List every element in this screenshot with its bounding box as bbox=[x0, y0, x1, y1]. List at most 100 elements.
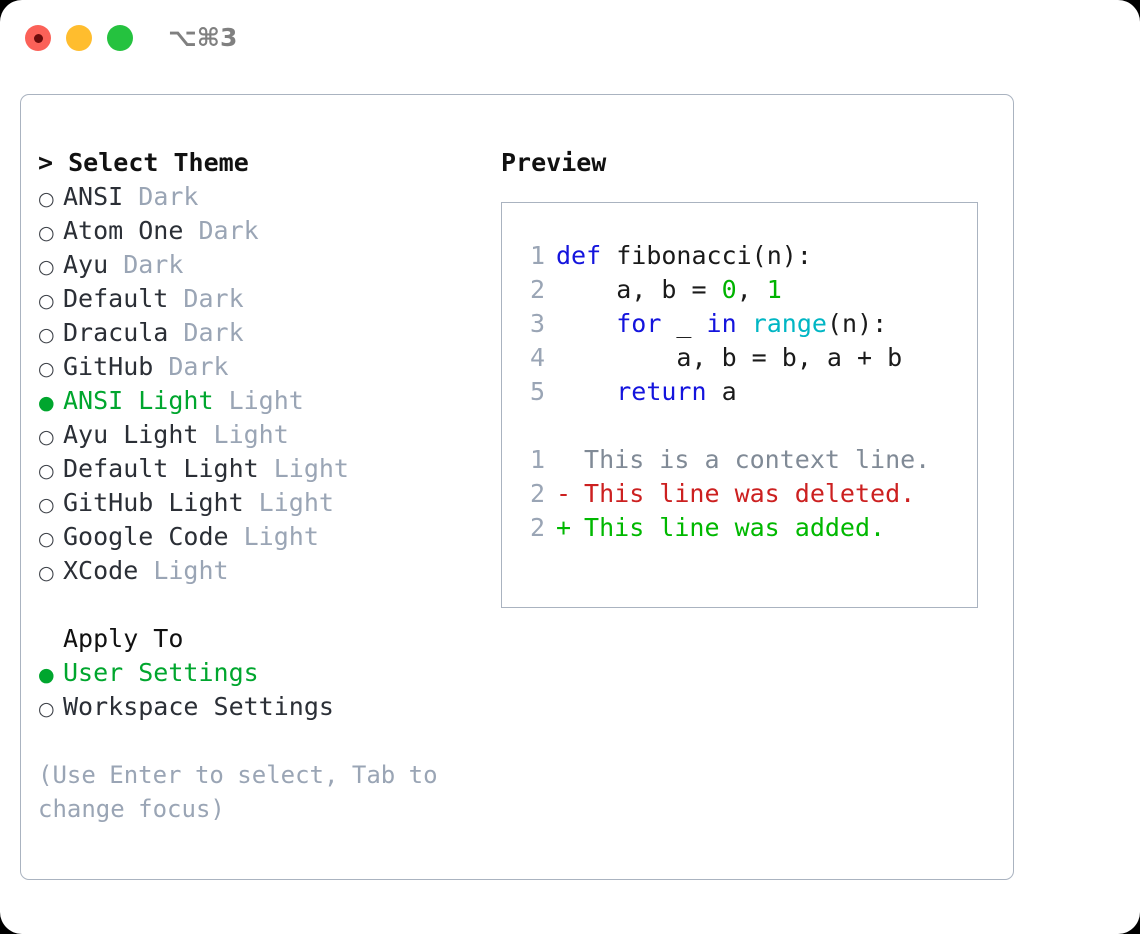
theme-option[interactable]: ○GitHub Light Light bbox=[38, 486, 488, 520]
theme-option-label: GitHub bbox=[63, 352, 154, 381]
theme-option-variant: Light bbox=[138, 556, 229, 585]
diff-marker bbox=[556, 443, 569, 477]
code-token: a, b = bbox=[556, 275, 722, 304]
code-token: 0 bbox=[721, 275, 737, 304]
apply-to-option[interactable]: ● User Settings bbox=[38, 656, 488, 690]
line-number: 2 bbox=[529, 479, 545, 508]
theme-option-label: ANSI bbox=[63, 182, 124, 211]
theme-option[interactable]: ○Ayu Light Light bbox=[38, 418, 488, 452]
radio-unselected-icon: ○ bbox=[38, 460, 55, 482]
diff-sample: 1 This is a context line.2- This line wa… bbox=[520, 443, 977, 545]
diff-line: 2+ This line was added. bbox=[520, 511, 977, 545]
theme-option[interactable]: ○Atom One Dark bbox=[38, 214, 488, 248]
code-token: for bbox=[616, 309, 662, 338]
maximize-window-button[interactable] bbox=[107, 25, 133, 51]
theme-option[interactable]: ○ GitHub Dark bbox=[38, 350, 488, 384]
select-theme-heading-label: Select Theme bbox=[68, 148, 249, 177]
radio-unselected-icon: ○ bbox=[38, 698, 55, 720]
apply-to-option[interactable]: ○ Workspace Settings bbox=[38, 690, 488, 724]
line-number: 4 bbox=[529, 343, 545, 372]
theme-option[interactable]: ● ANSI Light Light bbox=[38, 384, 488, 418]
keyboard-shortcut-label: ⌥⌘3 bbox=[168, 23, 238, 52]
theme-option[interactable]: ○ Default Light Light bbox=[38, 452, 488, 486]
radio-unselected-icon: ○ bbox=[38, 256, 55, 278]
diff-marker: - bbox=[556, 479, 572, 508]
theme-option-variant: Light bbox=[258, 454, 349, 483]
theme-option[interactable]: ○Dracula Dark bbox=[38, 316, 488, 350]
diff-text: This is a context line. bbox=[569, 445, 931, 474]
line-number: 2 bbox=[529, 513, 545, 542]
preview-gap bbox=[520, 409, 977, 443]
code-token: in bbox=[706, 309, 737, 338]
diff-text: This line was deleted. bbox=[569, 479, 916, 508]
minimize-window-button[interactable] bbox=[66, 25, 92, 51]
apply-to-heading: Apply To bbox=[63, 624, 184, 653]
caret-icon: > bbox=[38, 148, 54, 177]
theme-option-label: Ayu Light bbox=[63, 420, 199, 449]
apply-to-option-label: Workspace Settings bbox=[63, 692, 334, 721]
hint-spacer bbox=[38, 724, 488, 758]
code-token: _ bbox=[661, 309, 707, 338]
radio-selected-icon: ● bbox=[38, 664, 55, 686]
theme-option[interactable]: ○ Default Dark bbox=[38, 282, 488, 316]
theme-option-label: Default bbox=[63, 284, 169, 313]
main-panel: > Select Theme ○ANSI Dark○Atom One Dark○… bbox=[20, 94, 1014, 880]
theme-option-label: Ayu bbox=[63, 250, 109, 279]
theme-option-variant: Light bbox=[228, 522, 319, 551]
theme-option-variant: Dark bbox=[183, 216, 259, 245]
theme-option-variant: Dark bbox=[168, 318, 244, 347]
theme-option-variant: Dark bbox=[168, 284, 244, 313]
radio-unselected-icon: ○ bbox=[38, 562, 55, 584]
code-line: 2 a, b = 0, 1 bbox=[520, 273, 977, 307]
keyboard-hint: (Use Enter to select, Tab to change focu… bbox=[38, 761, 438, 823]
apply-to-list: ● User Settings ○ Workspace Settings bbox=[38, 656, 488, 724]
code-token: a bbox=[706, 377, 737, 406]
select-theme-heading: > Select Theme bbox=[38, 146, 488, 180]
title-bar: ⌥⌘3 bbox=[0, 0, 1140, 78]
code-token bbox=[737, 309, 752, 338]
preview-title: Preview bbox=[501, 148, 607, 177]
traffic-lights bbox=[25, 25, 133, 51]
theme-option[interactable]: ○ANSI Dark bbox=[38, 180, 488, 214]
diff-line: 1 This is a context line. bbox=[520, 443, 977, 477]
code-token: range bbox=[751, 309, 827, 338]
theme-option-label: ANSI Light bbox=[63, 386, 214, 415]
code-line: 3 for _ in range(n): bbox=[520, 307, 977, 341]
code-token bbox=[556, 377, 616, 406]
diff-marker: + bbox=[556, 513, 572, 542]
theme-option-variant: Light bbox=[198, 420, 289, 449]
line-number: 5 bbox=[529, 377, 545, 406]
theme-list: ○ANSI Dark○Atom One Dark○Ayu Dark○Defaul… bbox=[38, 180, 488, 588]
code-token: 1 bbox=[766, 275, 782, 304]
theme-option[interactable]: ○Google Code Light bbox=[38, 520, 488, 554]
code-token: , bbox=[736, 275, 767, 304]
radio-unselected-icon: ○ bbox=[38, 358, 55, 380]
line-number: 3 bbox=[529, 309, 545, 338]
radio-unselected-icon: ○ bbox=[38, 494, 55, 516]
section-spacer bbox=[38, 588, 488, 622]
theme-option-variant: Dark bbox=[153, 352, 229, 381]
theme-option-label: Default Light bbox=[63, 454, 259, 483]
line-number: 1 bbox=[529, 241, 545, 270]
theme-option-variant: Light bbox=[213, 386, 304, 415]
code-token: fibonacci(n): bbox=[616, 241, 812, 270]
code-line: 4 a, b = b, a + b bbox=[520, 341, 977, 375]
theme-option-label: XCode bbox=[63, 556, 139, 585]
theme-selector-column: > Select Theme ○ANSI Dark○Atom One Dark○… bbox=[38, 146, 488, 826]
theme-option[interactable]: ○Ayu Dark bbox=[38, 248, 488, 282]
theme-option-label: Google Code bbox=[63, 522, 229, 551]
close-window-button[interactable] bbox=[25, 25, 51, 51]
code-token: return bbox=[616, 377, 707, 406]
code-line: 5 return a bbox=[520, 375, 977, 409]
theme-option[interactable]: ○ XCode Light bbox=[38, 554, 488, 588]
line-number: 2 bbox=[529, 275, 545, 304]
theme-option-variant: Light bbox=[243, 488, 334, 517]
apply-to-option-label: User Settings bbox=[63, 658, 259, 687]
radio-selected-icon: ● bbox=[38, 392, 55, 414]
theme-option-label: Dracula bbox=[63, 318, 169, 347]
radio-unselected-icon: ○ bbox=[38, 290, 55, 312]
